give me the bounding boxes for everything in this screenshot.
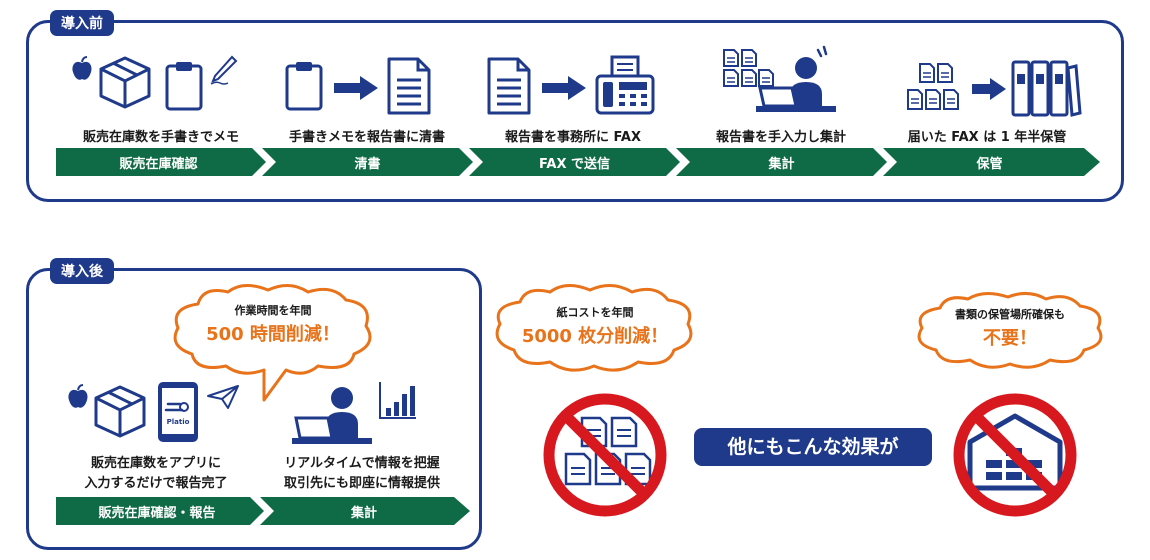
bubble-big-text: 5000 枚分削減！ <box>521 326 669 347</box>
fax-icon <box>595 55 655 115</box>
person-at-laptop-icon <box>756 45 836 112</box>
bubble-small-text: 書類の保管場所確保も <box>955 308 1065 321</box>
speech-bubble <box>173 284 372 402</box>
papers-stack-icon <box>907 63 959 110</box>
binders-icon <box>1011 60 1082 117</box>
step-label: 販売在庫確認・報告 <box>98 506 216 521</box>
no-warehouse-icon <box>953 393 1077 517</box>
bar-chart-icon <box>379 382 416 419</box>
step-caption: 報告書を手入力し集計 <box>715 130 846 145</box>
step-caption-line1: 販売在庫数をアプリに <box>90 456 221 471</box>
other-effects-pill: 他にもこんな効果が <box>694 428 932 466</box>
step-caption: 販売在庫数を手書きでメモ <box>82 130 239 145</box>
step-caption-line2: 入力するだけで報告完了 <box>84 476 228 491</box>
step-caption: 手書きメモを報告書に清書 <box>288 130 445 145</box>
person-at-laptop-icon <box>292 387 372 444</box>
clipboard-icon <box>165 62 203 111</box>
arrow-right-icon <box>334 76 378 100</box>
step-caption-line2: 取引先にも即座に情報提供 <box>283 476 440 491</box>
paper-plane-icon <box>207 385 239 409</box>
arrow-right-icon <box>972 78 1006 100</box>
pen-icon <box>210 55 238 85</box>
step-caption: 届いた FAX は 1 年半保管 <box>907 130 1067 145</box>
tablet-icon: Platio <box>156 380 200 444</box>
bubble-small-text: 作業時間を年間 <box>234 304 312 317</box>
bubble-big-text: 500 時間削減！ <box>206 324 340 345</box>
step-caption: 報告書を事務所に FAX <box>505 130 641 145</box>
speech-bubble <box>917 292 1103 369</box>
bubble-small-text: 紙コストを年間 <box>556 306 634 319</box>
speech-bubble <box>495 284 693 372</box>
step-label: 清書 <box>354 157 381 172</box>
before-tag: 導入前 <box>50 10 114 36</box>
bubble-big-text: 不要！ <box>983 328 1037 349</box>
after-tag: 導入後 <box>50 258 114 284</box>
step-label: 販売在庫確認 <box>119 157 198 172</box>
process-arrow-bar <box>56 148 1100 176</box>
document-icon <box>487 57 531 115</box>
step-label: 集計 <box>350 506 377 521</box>
tablet-app-name: Platio <box>166 418 190 426</box>
process-arrow-bar <box>56 497 470 525</box>
box-icon <box>94 385 146 438</box>
step-label: 集計 <box>768 157 795 172</box>
box-icon <box>99 56 151 109</box>
step-label: 保管 <box>976 157 1003 172</box>
clipboard-icon <box>285 62 323 111</box>
apple-icon <box>68 384 88 408</box>
arrow-right-icon <box>542 76 586 100</box>
document-icon <box>387 57 431 115</box>
step-caption-line1: リアルタイムで情報を把握 <box>284 456 440 471</box>
no-paper-icon <box>543 393 667 517</box>
step-label: FAX で送信 <box>539 157 610 172</box>
papers-stack-icon <box>723 49 774 87</box>
apple-icon <box>72 56 92 80</box>
